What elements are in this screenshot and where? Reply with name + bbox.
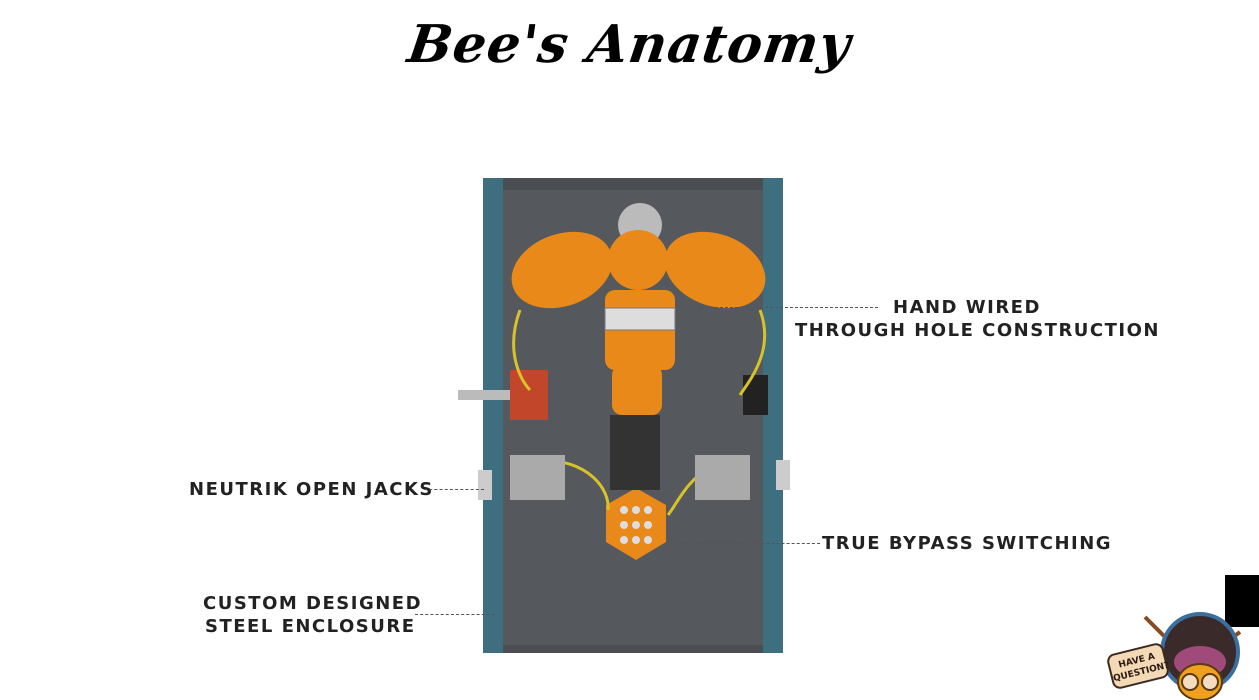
page-title: Bee's Anatomy	[404, 14, 855, 75]
callout-line-hand-wired	[700, 307, 878, 308]
output-jack	[695, 455, 750, 500]
enclosure-left-wall	[483, 178, 503, 653]
help-widget[interactable]: HAVE A QUESTION?	[1105, 612, 1245, 700]
callout-line-jacks	[424, 489, 484, 490]
callout-hand-wired-2: THROUGH HOLE CONSTRUCTION	[795, 320, 1160, 341]
callout-enclosure-1: CUSTOM DESIGNED	[203, 593, 423, 614]
pedal-photo	[458, 178, 790, 653]
callout-bypass: TRUE BYPASS SWITCHING	[822, 533, 1113, 554]
callout-enclosure-2: STEEL ENCLOSURE	[205, 616, 416, 637]
callout-jacks: NEUTRIK OPEN JACKS	[189, 479, 434, 500]
callout-line-bypass	[670, 543, 820, 544]
callout-hand-wired-1: HAND WIRED	[893, 297, 1041, 318]
callout-line-enclosure	[415, 614, 495, 615]
toggle-switch	[510, 370, 548, 420]
input-jack	[510, 455, 565, 500]
enclosure-right-wall	[763, 178, 783, 653]
side-tab[interactable]	[1225, 575, 1259, 627]
